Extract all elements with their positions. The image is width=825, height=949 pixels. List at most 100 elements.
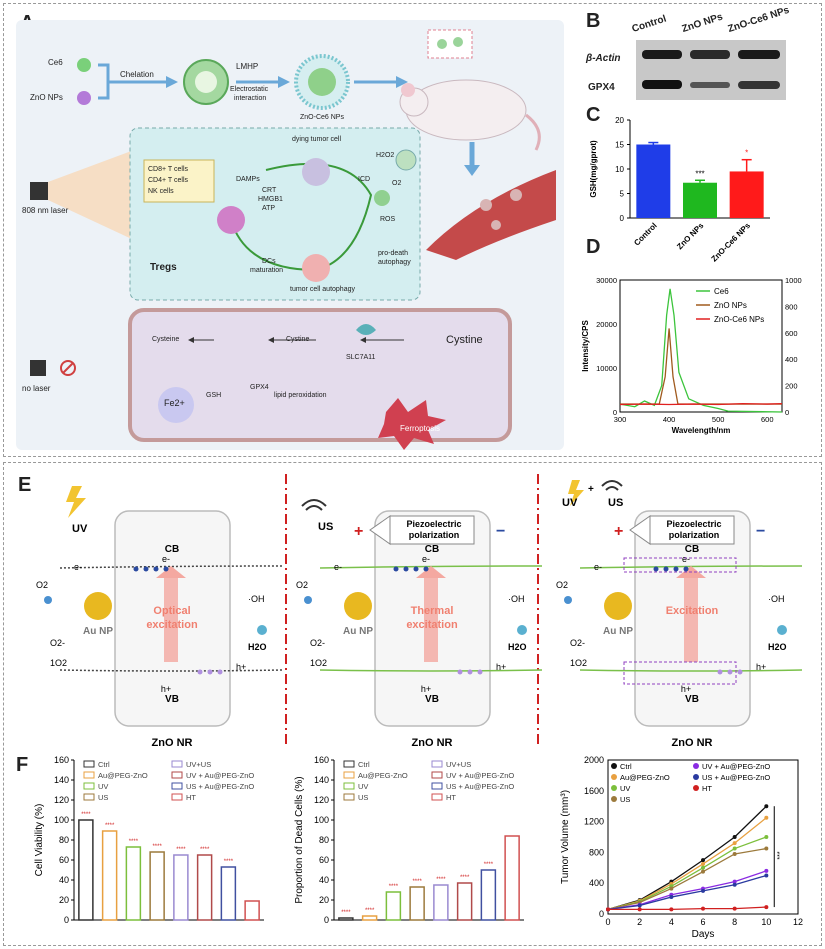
cd8-label: CD8+ T cells [148, 166, 189, 173]
f3-ytick-label: 400 [589, 878, 604, 888]
e-hole-dot [477, 669, 483, 675]
f3-xtick-label: 8 [732, 917, 737, 927]
e-hole-dot [727, 669, 733, 675]
f2-bar [361, 915, 378, 921]
zno-nps-label: ZnO NPs [30, 93, 63, 102]
tumor-vessel [426, 170, 556, 260]
e-uv-label-2: UV [562, 497, 578, 509]
f3-point [669, 895, 674, 900]
panel-b-letter: B [586, 10, 601, 32]
panel-a-diagram [30, 29, 556, 450]
panel-c-letter: C [586, 104, 601, 126]
f1-ytick-label: 60 [59, 855, 69, 865]
f1-legend-label: US [98, 793, 108, 802]
f1-bar [220, 866, 237, 921]
f1-ytick-label: 160 [54, 755, 69, 765]
f3-point [764, 905, 769, 910]
f3-point [764, 815, 769, 820]
e-electron-dot [413, 566, 419, 572]
e-ultrasound-icon-2 [601, 480, 623, 491]
e-us-label: US [318, 521, 333, 533]
e-hole-out-label: h+ [756, 662, 766, 672]
chelation-arrow [98, 63, 166, 100]
e-piezo-arrowhead [629, 515, 651, 545]
e-electron-dot [423, 566, 429, 572]
d-xtick: 300 [614, 415, 627, 424]
f3-point [701, 865, 705, 870]
f1-legend-label: UV+US [186, 760, 211, 769]
f3-ytick-label: 1600 [584, 786, 604, 796]
e-hole-dot [737, 669, 743, 675]
f3-legend-swatch [611, 785, 617, 791]
f2-ytick-label: 100 [314, 815, 329, 825]
e-polarization-label: polarization [669, 530, 720, 540]
h2o2-label: H2O2 [376, 152, 395, 159]
f2-legend-swatch [431, 760, 443, 768]
dc-cell-icon [217, 206, 245, 234]
icd-label: ICD [358, 176, 371, 183]
f3-point [637, 907, 642, 912]
e-h2o-molecule [257, 625, 267, 635]
e-electron-dot [663, 566, 669, 572]
e-hole-dot [207, 669, 213, 675]
autophagy-cell-icon [302, 254, 330, 282]
f3-legend-swatch [693, 785, 699, 791]
e-electron-dot [683, 566, 689, 572]
d-series-line [620, 328, 782, 405]
c-xtick-label: ZnO-Ce6 NPs [710, 221, 753, 264]
f3-point [701, 861, 705, 866]
f3-legend-label: Au@PEG-ZnO [620, 773, 670, 782]
f2-legend-swatch [343, 782, 355, 790]
f3-point [732, 882, 737, 887]
f1-legend-swatch [171, 760, 183, 768]
f3-series-line [607, 836, 767, 911]
f2-bar [338, 917, 354, 921]
e-polarization-label: polarization [409, 530, 460, 540]
f3-legend-label: HT [702, 784, 712, 793]
f1-legend-label: US + Au@PEG-ZnO [186, 782, 254, 791]
e-excitation-arrow [424, 576, 438, 662]
f2-legend-swatch [431, 782, 443, 790]
e-excitation-label: excitation [146, 619, 198, 631]
e-electron-dot [133, 566, 139, 572]
e-excitation-head [156, 566, 186, 578]
f2-sig-label: **** [365, 908, 375, 914]
f3-ytick-label: 1200 [584, 817, 604, 827]
slc7a11-transporter [356, 324, 376, 335]
d-xlabel: Wavelength/nm [672, 426, 731, 435]
atp-label: ATP [262, 205, 276, 212]
f3-legend-label: US + Au@PEG-ZnO [702, 773, 770, 782]
f1-legend-label: HT [186, 793, 196, 802]
f3-xlabel: Days [692, 929, 715, 940]
f3-point [732, 846, 737, 851]
e-zno-nr-label: ZnO NR [152, 737, 193, 749]
e-electron-out-label: e- [74, 562, 82, 572]
e-o2-label: O2 [296, 580, 308, 590]
cd4-label: CD4+ T cells [148, 177, 189, 184]
gpx4-band-1 [690, 82, 730, 88]
f1-legend-swatch [83, 793, 95, 801]
e-plus-src: + [588, 484, 594, 495]
dying-cell-icon [302, 158, 330, 186]
c-ytick-label: 15 [615, 141, 624, 150]
f3-point [669, 886, 674, 891]
f1-ytick-label: 100 [54, 815, 69, 825]
blot-row-1: GPX4 [588, 82, 615, 93]
e-electron-out-label: e- [594, 562, 602, 572]
no-laser-icon [30, 360, 46, 376]
lmhp-label: LMHP [236, 62, 259, 71]
f1-legend-label: Ctrl [98, 760, 110, 769]
e-h2o-molecule [777, 625, 787, 635]
f2-legend-label: Au@PEG-ZnO [358, 771, 408, 780]
f3-ytick-label: 2000 [584, 755, 604, 765]
e-hole-out-label: h+ [496, 662, 506, 672]
f2-bar [480, 869, 497, 921]
f2-ytick-label: 60 [319, 855, 329, 865]
e-excitation-label: Excitation [666, 605, 719, 617]
d-frame [619, 279, 783, 413]
f2-sig-label: **** [484, 862, 494, 868]
f2-ytick-label: 140 [314, 775, 329, 785]
c-sig-label: *** [695, 169, 704, 178]
